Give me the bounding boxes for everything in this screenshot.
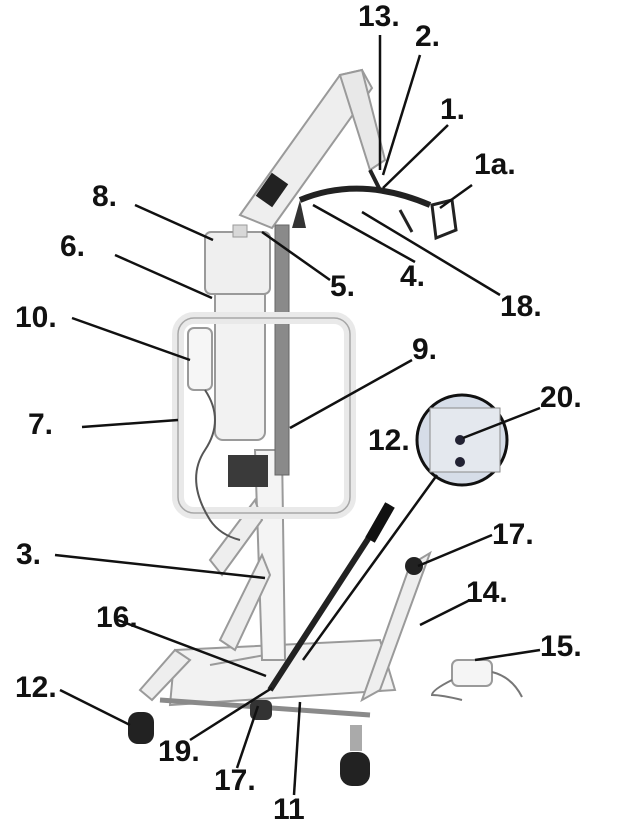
leader-5 xyxy=(261,230,331,282)
charger xyxy=(430,659,523,701)
callout-11: 11 xyxy=(273,793,305,826)
boom-arm xyxy=(238,68,387,230)
leader-17-right xyxy=(417,533,493,568)
callout-1: 1. xyxy=(440,93,466,126)
leader-4 xyxy=(312,203,416,264)
callout-9: 9. xyxy=(412,333,438,366)
callout-14: 14. xyxy=(466,576,508,609)
callout-2: 2. xyxy=(415,20,441,53)
callout-3: 3. xyxy=(16,538,42,571)
pump-lever xyxy=(267,502,395,692)
leader-18 xyxy=(361,210,501,297)
leader-15 xyxy=(474,648,541,662)
callout-5: 5. xyxy=(330,270,356,303)
callout-18: 18. xyxy=(500,290,542,323)
leader-2 xyxy=(381,54,422,176)
left-leg xyxy=(138,648,192,702)
callout-4: 4. xyxy=(400,260,426,293)
callout-17-right: 17. xyxy=(492,518,534,551)
callout-10: 10. xyxy=(15,301,57,334)
callout-16: 16. xyxy=(96,601,138,634)
callout-1a: 1a. xyxy=(474,148,516,181)
leader-1a xyxy=(439,183,473,210)
leader-14 xyxy=(419,598,471,627)
leader-7 xyxy=(81,418,179,429)
callout-13: 13. xyxy=(358,0,400,33)
actuator xyxy=(204,224,271,487)
leader-3 xyxy=(54,553,266,580)
leader-11 xyxy=(292,701,302,796)
callout-12-top: 12. xyxy=(368,424,410,457)
hand-control xyxy=(187,327,241,541)
spreader-bar xyxy=(292,169,458,241)
callout-17-bottom: 17. xyxy=(214,764,256,797)
leader-12-bottom xyxy=(59,688,131,727)
leader-1 xyxy=(382,124,449,189)
leader-9 xyxy=(289,358,413,430)
callout-7: 7. xyxy=(28,408,54,441)
right-leg xyxy=(360,550,432,703)
leader-17-bottom xyxy=(235,705,260,769)
callout-19: 19. xyxy=(158,735,200,768)
leader-16 xyxy=(117,618,267,678)
callout-6: 6. xyxy=(60,230,86,263)
callout-12-bottom: 12. xyxy=(15,671,57,704)
leader-lines xyxy=(54,35,541,796)
callout-8: 8. xyxy=(92,180,118,213)
callout-20: 20. xyxy=(540,381,582,414)
leader-20 xyxy=(462,406,541,440)
inset-detail xyxy=(415,393,509,487)
leader-inset xyxy=(301,474,439,661)
leader-8 xyxy=(134,203,214,242)
leader-10 xyxy=(71,316,191,362)
callout-15: 15. xyxy=(540,630,582,663)
leader-19 xyxy=(189,686,273,742)
push-handle xyxy=(172,312,356,519)
leader-6 xyxy=(114,253,213,300)
